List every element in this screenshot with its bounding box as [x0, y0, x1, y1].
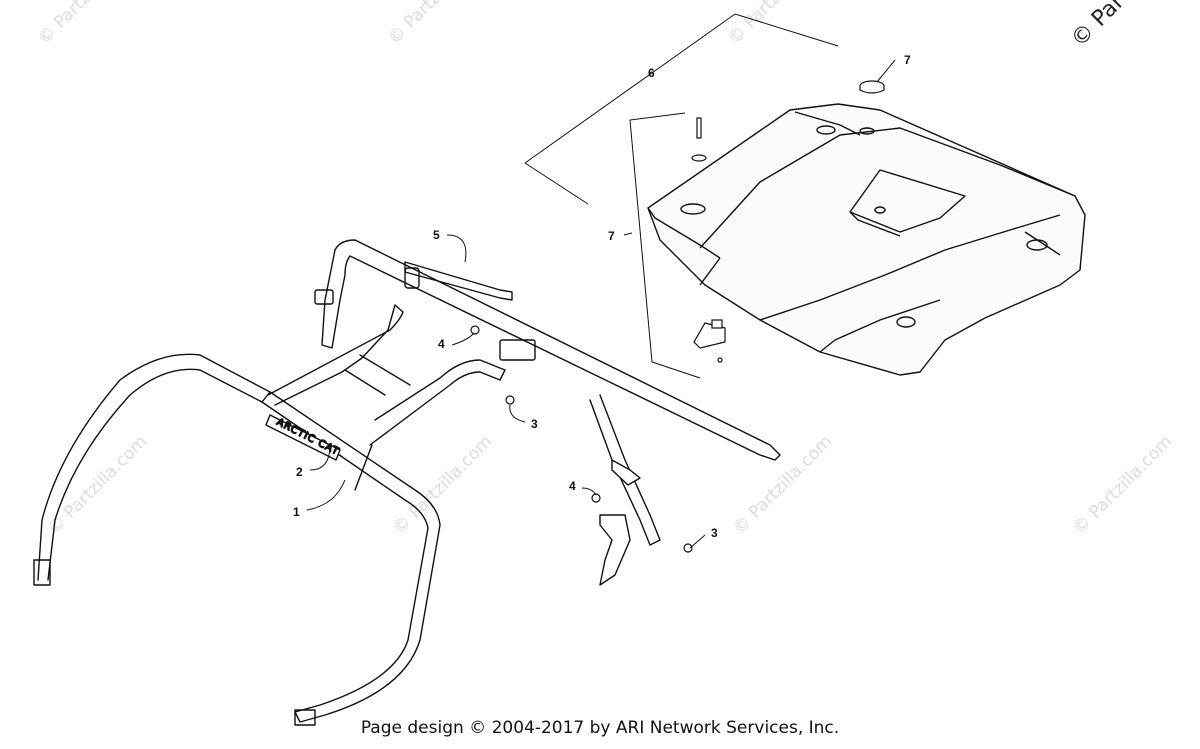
assembly-bracket-7 [629, 112, 701, 379]
callout-5: 5 [433, 228, 440, 242]
callout-4: 4 [569, 479, 576, 493]
watermark-text: © Partzilla.com [34, 0, 141, 49]
leader-lines [306, 59, 896, 549]
callout-1: 1 [293, 505, 300, 519]
watermark-text: © Partzilla.com [389, 432, 496, 539]
corner-watermark: © Par [1067, 0, 1130, 52]
roll-cage: ARCTIC CAT [33, 239, 781, 726]
callout-4: 4 [438, 337, 445, 351]
page-footer: Page design © 2004-2017 by ARI Network S… [360, 718, 840, 738]
callout-7: 7 [904, 53, 911, 67]
callout-3: 3 [711, 526, 718, 540]
watermark-text: © Partzilla.com [1069, 432, 1176, 539]
assembly-bracket-6 [524, 13, 839, 205]
callout-6: 6 [648, 66, 655, 80]
callout-labels: 1 2 3 3 4 4 5 6 7 7 [293, 53, 911, 540]
brand-decal: ARCTIC CAT [275, 417, 341, 458]
watermark-text: © Partzilla.com [44, 432, 151, 539]
callout-2: 2 [296, 465, 303, 479]
roof-panel [647, 103, 1086, 376]
fastener-kit [691, 80, 885, 363]
watermark-text: © Partzilla.com [724, 0, 831, 49]
hardware-bolts [470, 325, 693, 553]
watermark-text: © Partzilla.com [384, 0, 491, 49]
callout-3: 3 [531, 417, 538, 431]
callout-7: 7 [608, 229, 615, 243]
